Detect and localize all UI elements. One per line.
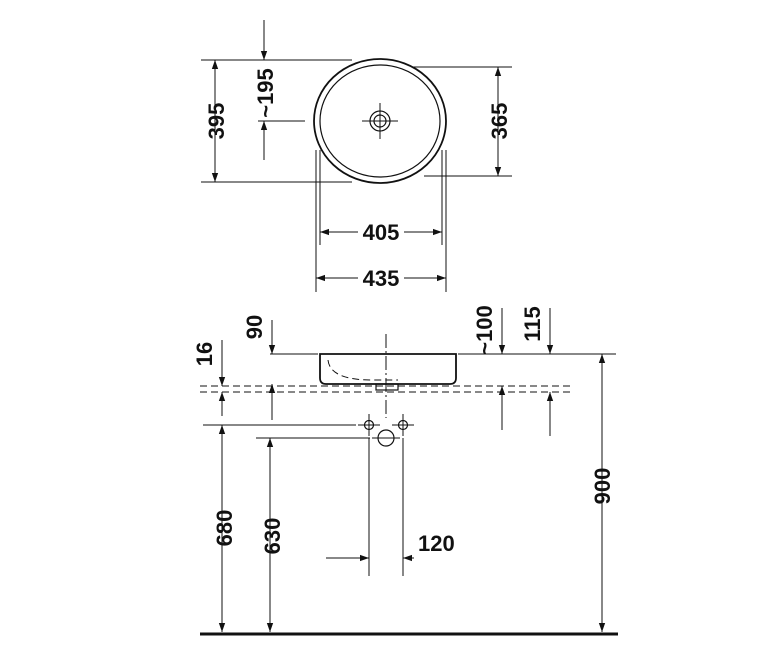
dim-365: 365 [487,103,512,140]
dim-680: 680 [212,510,237,547]
dim-900: 900 [590,468,615,505]
valve-left-icon [358,414,380,436]
dim-405: 405 [363,220,400,245]
top-view: 395 ~195 365 405 435 [201,20,512,292]
dim-435: 435 [363,266,400,291]
dim-16: 16 [192,342,217,366]
dim-120: 120 [418,531,455,556]
valve-right-icon [392,414,414,436]
basin-inner-rim [319,64,441,178]
dim-115: 115 [520,306,545,342]
basin-profile [319,353,457,385]
drain-icon [362,103,398,139]
waste-outlet-icon [372,429,400,447]
dim-395: 395 [204,103,229,140]
dim-100: ~100 [472,305,497,355]
dim-195: ~195 [253,68,278,118]
side-view: 90 16 ~100 115 900 680 630 120 [192,305,618,636]
dim-630: 630 [260,518,285,555]
basin-outer-rim [313,58,447,184]
dim-90: 90 [242,315,267,339]
